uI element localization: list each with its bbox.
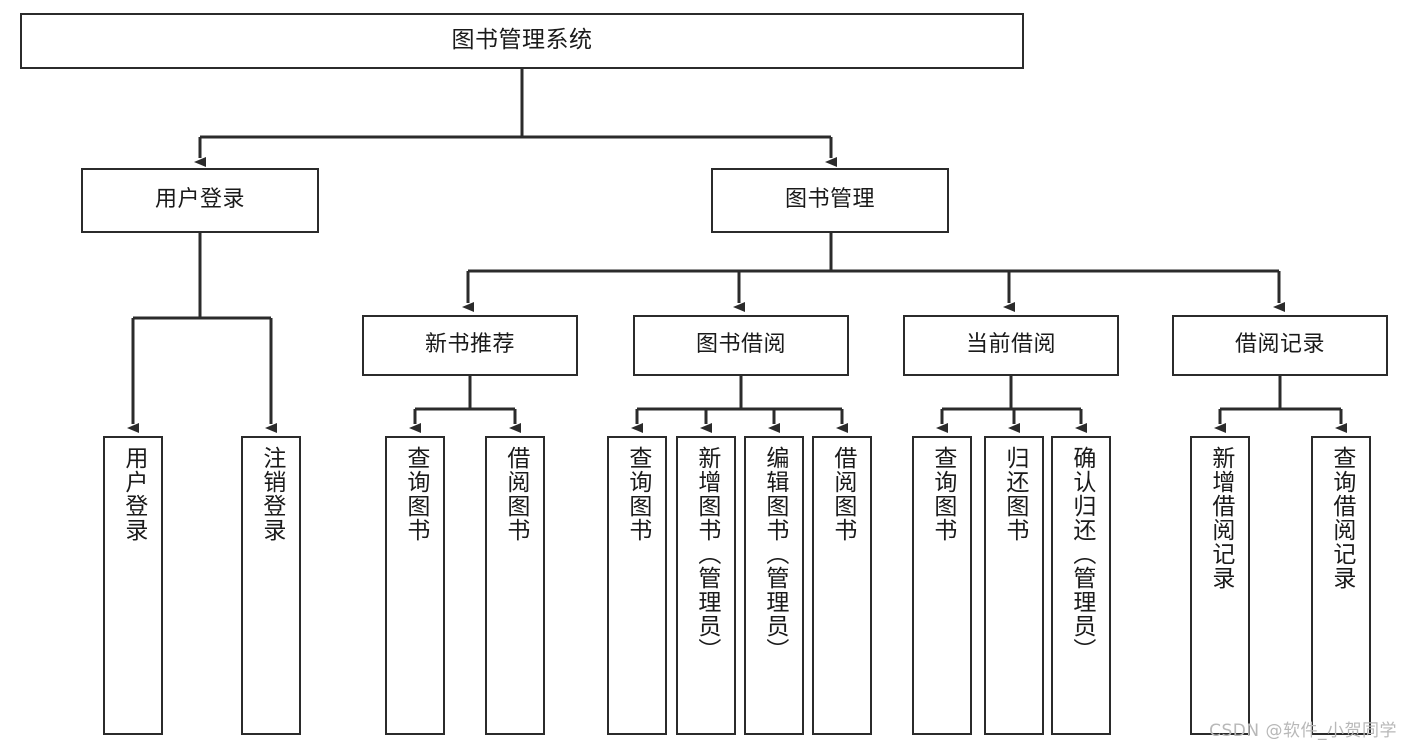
csdn-watermark: CSDN @软件_小贺同学	[1209, 721, 1397, 741]
leaf-add-book-admin[interactable]: 新增图书（管理员）	[676, 436, 736, 735]
leaf-query-borrow-record-label: 查询借阅记录	[1328, 446, 1355, 590]
node-root-label: 图书管理系统	[451, 27, 593, 54]
node-new-book-recommend[interactable]: 新书推荐	[362, 315, 578, 376]
leaf-borrow-book-recommend[interactable]: 借阅图书	[485, 436, 545, 735]
node-root[interactable]: 图书管理系统	[20, 13, 1024, 69]
leaf-borrow-book-recommend-label: 借阅图书	[502, 446, 529, 542]
leaf-confirm-return-admin-label: 确认归还（管理员）	[1068, 446, 1095, 662]
node-book-management[interactable]: 图书管理	[711, 168, 949, 233]
node-borrow-record-label: 借阅记录	[1234, 332, 1325, 358]
node-current-borrow-label: 当前借阅	[965, 332, 1056, 358]
leaf-query-book-borrow[interactable]: 查询图书	[607, 436, 667, 735]
leaf-borrow-book[interactable]: 借阅图书	[812, 436, 872, 735]
node-user-login-label: 用户登录	[154, 187, 245, 213]
node-user-login[interactable]: 用户登录	[81, 168, 319, 233]
leaf-user-logout-label: 注销登录	[258, 446, 285, 542]
node-current-borrow[interactable]: 当前借阅	[903, 315, 1119, 376]
leaf-borrow-book-label: 借阅图书	[829, 446, 856, 542]
node-book-management-label: 图书管理	[784, 187, 875, 213]
leaf-confirm-return-admin[interactable]: 确认归还（管理员）	[1051, 436, 1111, 735]
leaf-return-book[interactable]: 归还图书	[984, 436, 1044, 735]
leaf-query-book-borrow-label: 查询图书	[624, 446, 651, 542]
leaf-query-book-recommend[interactable]: 查询图书	[385, 436, 445, 735]
leaf-query-book-current[interactable]: 查询图书	[912, 436, 972, 735]
leaf-add-book-admin-label: 新增图书（管理员）	[693, 446, 720, 662]
leaf-user-logout[interactable]: 注销登录	[241, 436, 301, 735]
leaf-user-login-label: 用户登录	[120, 446, 147, 542]
node-new-book-recommend-label: 新书推荐	[424, 332, 515, 358]
leaf-add-borrow-record[interactable]: 新增借阅记录	[1190, 436, 1250, 735]
node-book-borrow[interactable]: 图书借阅	[633, 315, 849, 376]
leaf-query-borrow-record[interactable]: 查询借阅记录	[1311, 436, 1371, 735]
leaf-query-book-current-label: 查询图书	[929, 446, 956, 542]
leaf-edit-book-admin[interactable]: 编辑图书（管理员）	[744, 436, 804, 735]
leaf-query-book-recommend-label: 查询图书	[402, 446, 429, 542]
leaf-user-login[interactable]: 用户登录	[103, 436, 163, 735]
leaf-return-book-label: 归还图书	[1001, 446, 1028, 542]
leaf-add-borrow-record-label: 新增借阅记录	[1207, 446, 1234, 590]
node-book-borrow-label: 图书借阅	[695, 332, 786, 358]
node-borrow-record[interactable]: 借阅记录	[1172, 315, 1388, 376]
leaf-edit-book-admin-label: 编辑图书（管理员）	[761, 446, 788, 662]
